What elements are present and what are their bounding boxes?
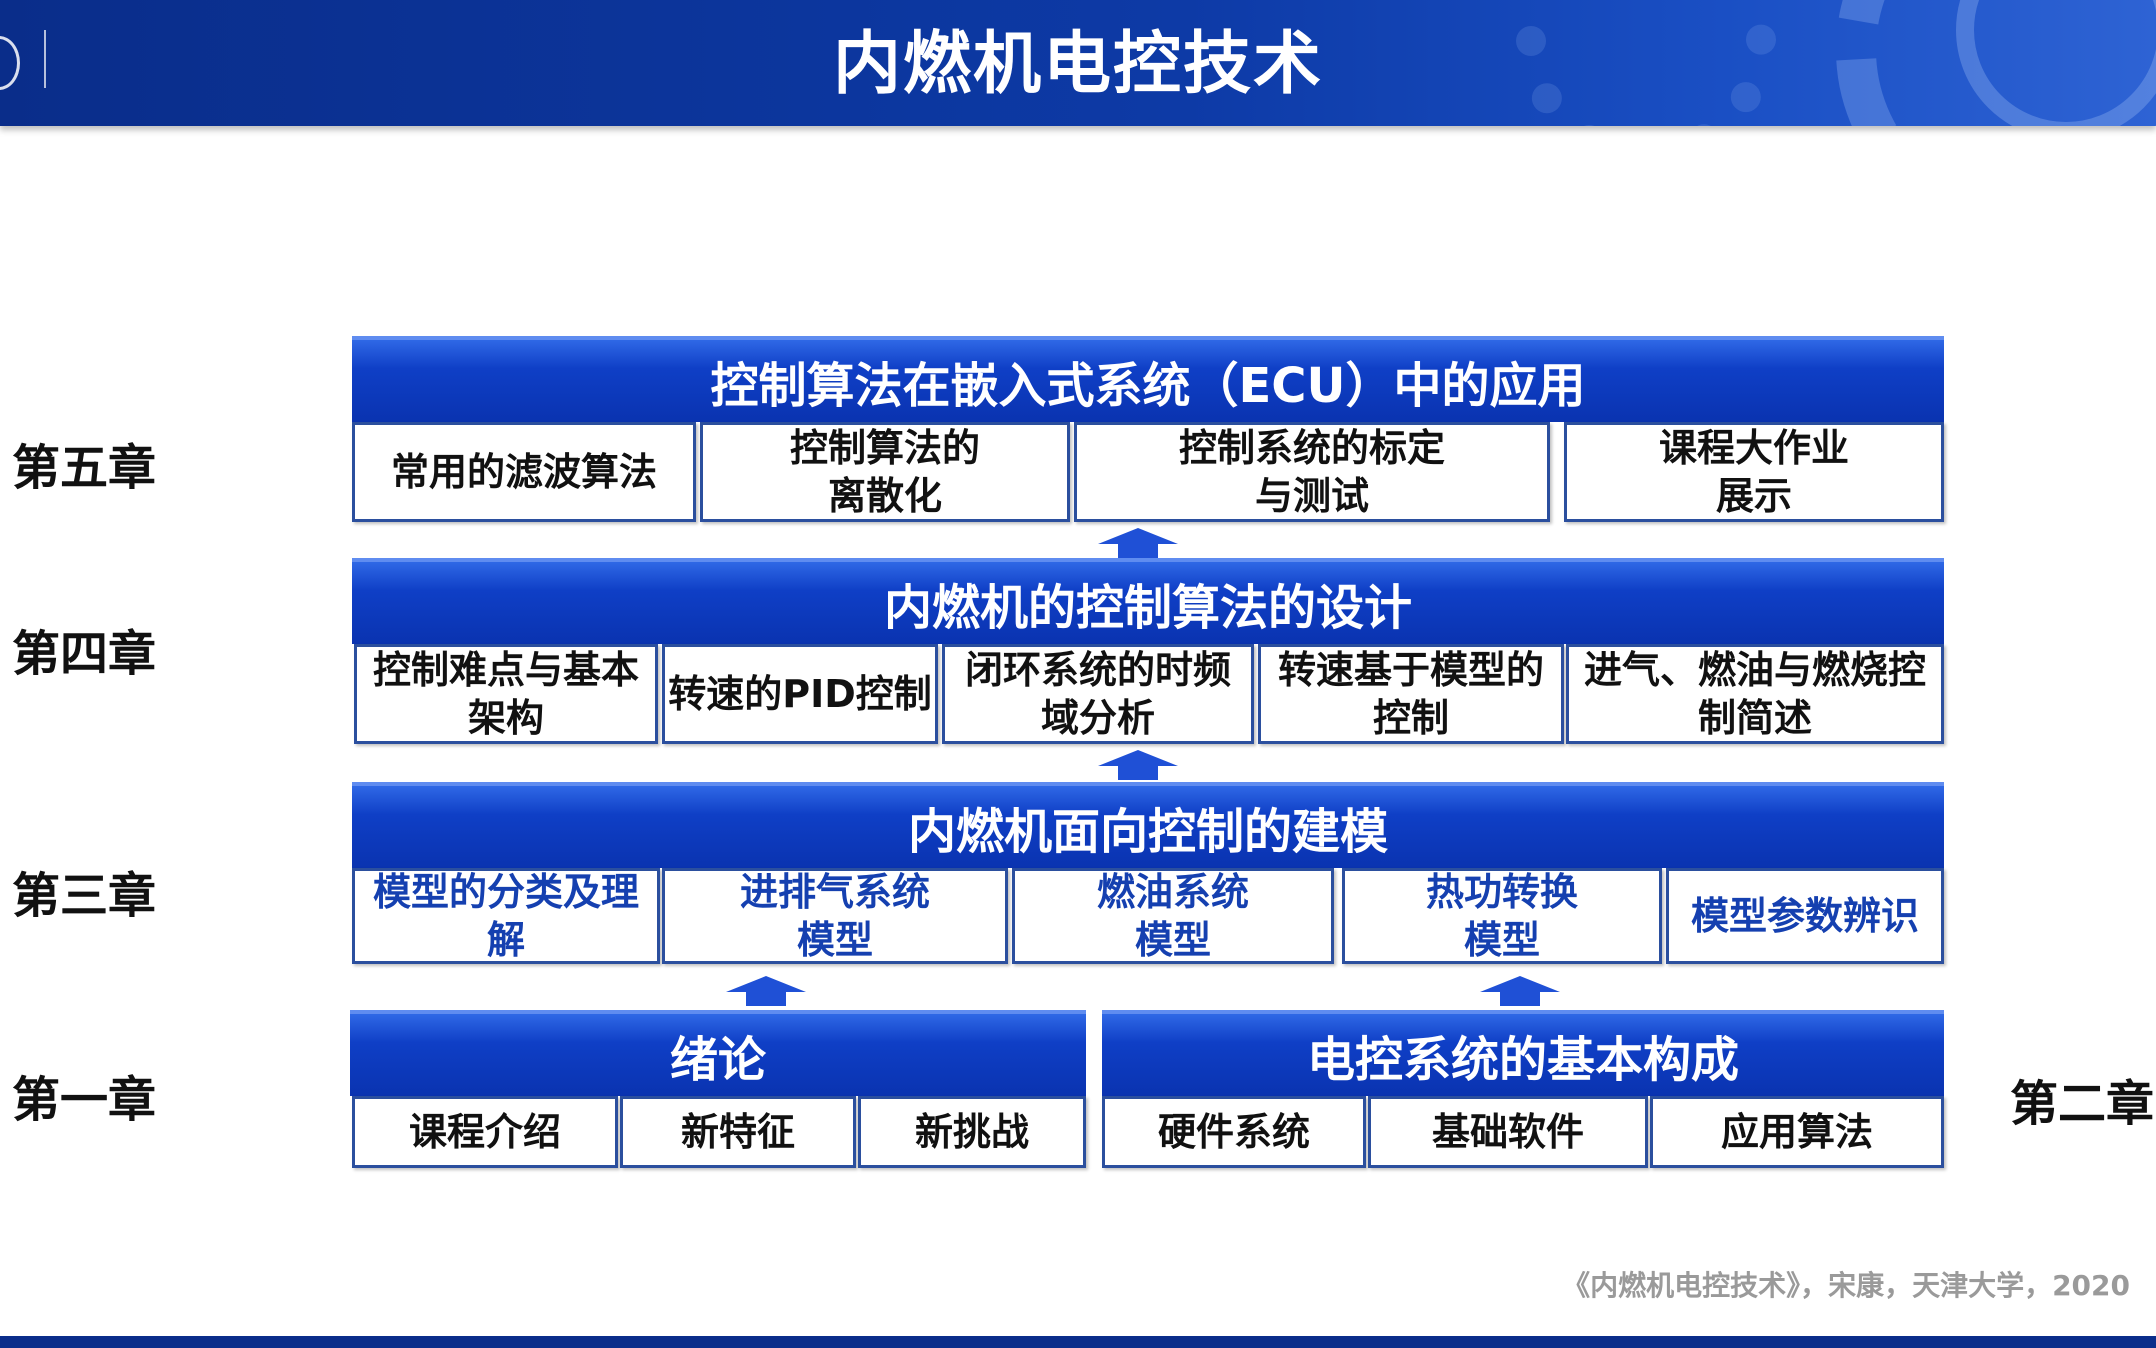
level5-title-band: 控制算法在嵌入式系统（ECU）中的应用 (352, 336, 1944, 422)
header-bar: 内燃机电控技术 (0, 0, 2156, 126)
level1-item-new-features: 新特征 (620, 1096, 856, 1168)
footer-citation: 《内燃机电控技术》，宋康，天津大学，2020 (1562, 1269, 2130, 1302)
level4-item-difficulty-architecture: 控制难点与基本 架构 (354, 644, 658, 744)
level4-item-pid-control: 转速的PID控制 (662, 644, 938, 744)
level2-title-band: 电控系统的基本构成 (1102, 1010, 1944, 1096)
level2-item-application-algorithm: 应用算法 (1650, 1096, 1944, 1168)
level5-item-discretization: 控制算法的 离散化 (700, 422, 1070, 522)
level3-item-intake-exhaust-model: 进排气系统 模型 (662, 868, 1008, 964)
level1-item-course-intro: 课程介绍 (352, 1096, 618, 1168)
level5-item-calibration: 控制系统的标定 与测试 (1074, 422, 1550, 522)
level4-title-band: 内燃机的控制算法的设计 (352, 558, 1944, 644)
level3-item-fuel-system-model: 燃油系统 模型 (1012, 868, 1334, 964)
level3-item-parameter-identification: 模型参数辨识 (1666, 868, 1944, 964)
page-title: 内燃机电控技术 (832, 25, 1323, 104)
level4-item-model-based-control: 转速基于模型的 控制 (1258, 644, 1564, 744)
footer-bar (0, 1336, 2156, 1348)
gear-decoration (1516, 0, 1776, 126)
chapter-label-3: 第三章 (12, 868, 157, 924)
chapter-label-5: 第五章 (12, 440, 157, 496)
level1-item-new-challenges: 新挑战 (858, 1096, 1086, 1168)
level5-item-filter-algorithm: 常用的滤波算法 (352, 422, 696, 522)
chapter-label-2: 第二章 (2010, 1076, 2155, 1132)
level2-item-base-software: 基础软件 (1368, 1096, 1648, 1168)
level4-item-time-frequency: 闭环系统的时频 域分析 (942, 644, 1254, 744)
level3-item-thermo-conversion-model: 热功转换 模型 (1342, 868, 1662, 964)
level4-item-intake-fuel-combustion: 进气、燃油与燃烧控 制简述 (1566, 644, 1944, 744)
level1-title-band: 绪论 (350, 1010, 1086, 1096)
level2-item-hardware: 硬件系统 (1102, 1096, 1366, 1168)
level3-title-band: 内燃机面向控制的建模 (352, 782, 1944, 868)
chapter-label-4: 第四章 (12, 626, 157, 682)
level3-item-model-classification: 模型的分类及理 解 (352, 868, 660, 964)
level5-item-course-project: 课程大作业 展示 (1564, 422, 1944, 522)
chapter-label-1: 第一章 (12, 1072, 157, 1128)
logo-divider (44, 30, 46, 88)
